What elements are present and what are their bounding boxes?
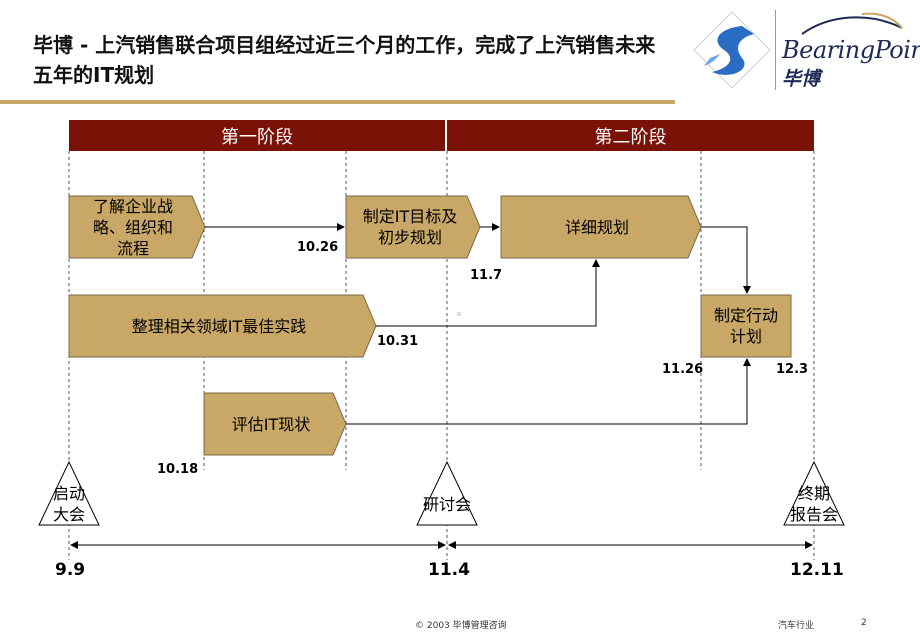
date-detail-start: 11.7 [470, 268, 503, 283]
phase-2-label: 第二阶段 [594, 126, 667, 148]
task-label-current-state: 评估IT现状 [231, 414, 311, 434]
page-title: 毕博 - 上汽销售联合项目组经过近三个月的工作，完成了上汽销售未来五年的IT规划 [33, 33, 656, 87]
logo-divider [775, 10, 776, 90]
milestone-final-label: 终期 报告会 [789, 484, 838, 524]
footer-copyright: © 2003 毕博管理咨询 [415, 621, 507, 631]
footer-section: 汽车行业 [778, 621, 815, 631]
milestone-workshop-triangle [416, 460, 478, 526]
date-current-state-start: 10.18 [157, 462, 199, 477]
stray-marker [457, 312, 461, 316]
bearingpoint-logo [690, 8, 900, 98]
phase-1-label: 第一阶段 [221, 126, 293, 148]
date-action-end: 12.3 [776, 362, 809, 377]
footer-page-number: 2 [861, 618, 867, 628]
task-box-action [700, 294, 792, 358]
task-label-strategy: 了解企业战 略、组织和 流程 [92, 196, 173, 258]
logo-swoosh-icon [801, 12, 903, 35]
connector-detail-action [701, 226, 751, 294]
logo-mark-icon [693, 11, 771, 89]
task-label-targets: 制定IT目标及 初步规划 [362, 207, 458, 247]
milestone-final-triangle [783, 460, 845, 526]
title-underline [0, 100, 675, 104]
milestone-workshop-label: 研讨会 [422, 495, 471, 514]
date-action-start: 11.26 [662, 362, 704, 377]
axis-date-end: 12.11 [790, 560, 844, 580]
task-box-strategy [68, 195, 206, 259]
date-targets-end: 10.26 [297, 240, 339, 255]
task-label-best-practice: 整理相关领域IT最佳实践 [131, 316, 307, 336]
milestone-kickoff-label: 启动 大会 [52, 484, 85, 524]
task-label-action: 制定行动 计划 [713, 306, 778, 346]
milestone-kickoff-triangle [38, 460, 100, 526]
task-box-current-state [203, 392, 347, 456]
connector-current-state-action [346, 358, 751, 425]
task-box-detail [500, 195, 702, 259]
axis-date-mid: 11.4 [428, 560, 470, 580]
phase-1-bar: 第一阶段 [69, 120, 445, 151]
connector-best-practice-detail [376, 259, 600, 327]
axis-date-start: 9.9 [55, 560, 86, 580]
phase-2-bar: 第二阶段 [447, 120, 814, 151]
logo-company-cn: 毕博 [782, 68, 821, 90]
date-best-practice-end: 10.31 [377, 334, 419, 349]
logo-company-en: BearingPoint® [782, 36, 920, 64]
task-box-best-practice [68, 294, 377, 358]
task-box-targets [345, 195, 481, 259]
task-label-detail: 详细规划 [564, 217, 629, 237]
